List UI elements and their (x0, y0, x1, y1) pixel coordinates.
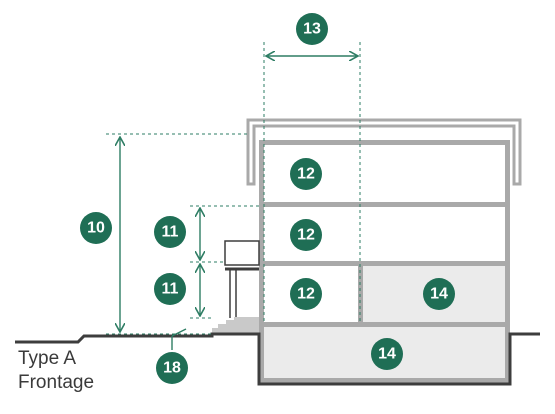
badge-11-upper: 11 (154, 216, 186, 248)
badge-13: 13 (296, 13, 328, 45)
badge-11-lower-label: 11 (162, 281, 179, 298)
roof-parapet (246, 118, 522, 186)
badge-11-lower: 11 (154, 273, 186, 305)
badge-12-mid-label: 12 (297, 227, 315, 244)
badge-10-label: 10 (87, 220, 105, 237)
porch-canopy (224, 240, 260, 318)
caption-line-2: Frontage (18, 372, 95, 393)
caption-line-1: Type A (18, 348, 77, 369)
dimension-lines (106, 42, 361, 350)
ground-line (15, 332, 540, 386)
badge-14-basement: 14 (371, 338, 403, 370)
badge-14-basement-label: 14 (378, 346, 396, 363)
badge-13-label: 13 (303, 21, 321, 38)
badge-12-top: 12 (290, 158, 322, 190)
badge-11-upper-label: 11 (162, 224, 179, 241)
badge-12-ground: 12 (290, 278, 322, 310)
badge-18-label: 18 (163, 360, 181, 377)
badge-14-ground: 14 (423, 278, 455, 310)
badge-12-top-label: 12 (297, 166, 315, 183)
entry-stairs (212, 317, 259, 334)
badge-12-ground-label: 12 (297, 286, 315, 303)
badge-18: 18 (156, 352, 188, 384)
badge-12-mid: 12 (290, 219, 322, 251)
frontage-caption: Type A Frontage (18, 347, 94, 395)
badge-14-ground-label: 14 (430, 286, 448, 303)
badge-10: 10 (80, 212, 112, 244)
